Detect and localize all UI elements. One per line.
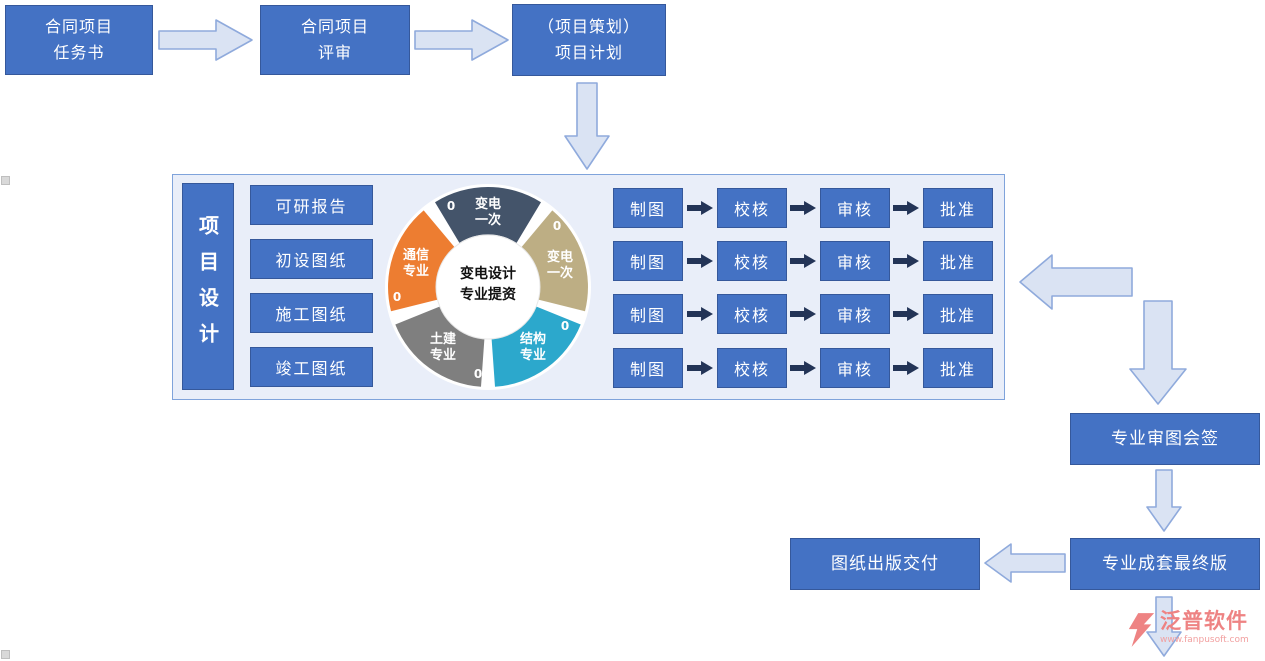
doc-box-feasibility-report: 可研报告 (250, 185, 373, 225)
process-box-approve-r1: 批准 (923, 188, 993, 228)
process-box-review-r3: 审核 (820, 294, 890, 334)
process-box-check-r1: 校核 (717, 188, 787, 228)
segment-value-right: 0 (552, 219, 562, 233)
flow-arrow-down-big-icon (1129, 300, 1187, 405)
fanpu-watermark: 泛普软件 www.fanpusoft.com (1126, 609, 1249, 650)
fanpu-logo-icon (1128, 613, 1155, 647)
doc-box-preliminary-drawings: 初设图纸 (250, 239, 373, 279)
process-box-draw-r3: 制图 (613, 294, 683, 334)
flow-arrow-left-big-icon (1019, 254, 1133, 310)
flow-arrow-down-3-icon (1146, 596, 1182, 657)
segment-label-tujian: 土建专业 (429, 332, 456, 364)
segment-value-left: 0 (392, 290, 402, 304)
stray-mark (1, 176, 10, 185)
watermark-brand-name: 泛普软件 (1160, 609, 1248, 633)
flow-arrow-down-1-icon (564, 82, 610, 170)
segment-value-bottom-left: 0 (473, 367, 483, 381)
flow-arrow-right-1-icon (158, 19, 253, 61)
process-box-draw-r1: 制图 (613, 188, 683, 228)
donut-center-label: 变电设计 专业提资 (460, 266, 516, 303)
process-box-approve-r4: 批准 (923, 348, 993, 388)
process-box-draw-r2: 制图 (613, 241, 683, 281)
panel-title-project-design: 项目设计 (182, 183, 234, 390)
doc-box-asbuilt-drawings: 竣工图纸 (250, 347, 373, 387)
segment-label-biandian-yici-right: 变电一次 (546, 250, 573, 282)
process-box-review-r2: 审核 (820, 241, 890, 281)
watermark-url: www.fanpusoft.com (1160, 635, 1249, 646)
process-box-review-r4: 审核 (820, 348, 890, 388)
stray-mark (1, 650, 10, 659)
panel-title-label: 项目设计 (195, 214, 220, 359)
segment-value-top: 0 (446, 199, 456, 213)
process-box-review-r1: 审核 (820, 188, 890, 228)
flow-arrow-left-small-icon (984, 543, 1066, 583)
process-box-approve-r2: 批准 (923, 241, 993, 281)
segment-value-bottom-right: 0 (560, 319, 570, 333)
process-box-check-r3: 校核 (717, 294, 787, 334)
process-box-approve-r3: 批准 (923, 294, 993, 334)
segment-label-tongxin: 通信专业 (402, 248, 429, 280)
process-box-check-r4: 校核 (717, 348, 787, 388)
flow-box-delivery: 图纸出版交付 (790, 538, 980, 590)
flow-box-contract-task: 合同项目 任务书 (5, 5, 153, 75)
process-box-check-r2: 校核 (717, 241, 787, 281)
specialty-donut-chart (385, 184, 591, 390)
segment-label-jiegou: 结构专业 (519, 332, 546, 364)
process-box-draw-r4: 制图 (613, 348, 683, 388)
flow-arrow-right-2-icon (414, 19, 509, 61)
doc-box-construction-drawings: 施工图纸 (250, 293, 373, 333)
flow-box-contract-review: 合同项目 评审 (260, 5, 410, 75)
flow-box-project-plan: （项目策划） 项目计划 (512, 4, 666, 76)
flow-box-final-set: 专业成套最终版 (1070, 538, 1260, 590)
flow-arrow-down-2-icon (1146, 469, 1182, 532)
flow-box-joint-review: 专业审图会签 (1070, 413, 1260, 465)
segment-label-biandian-yici-top: 变电一次 (474, 197, 501, 229)
